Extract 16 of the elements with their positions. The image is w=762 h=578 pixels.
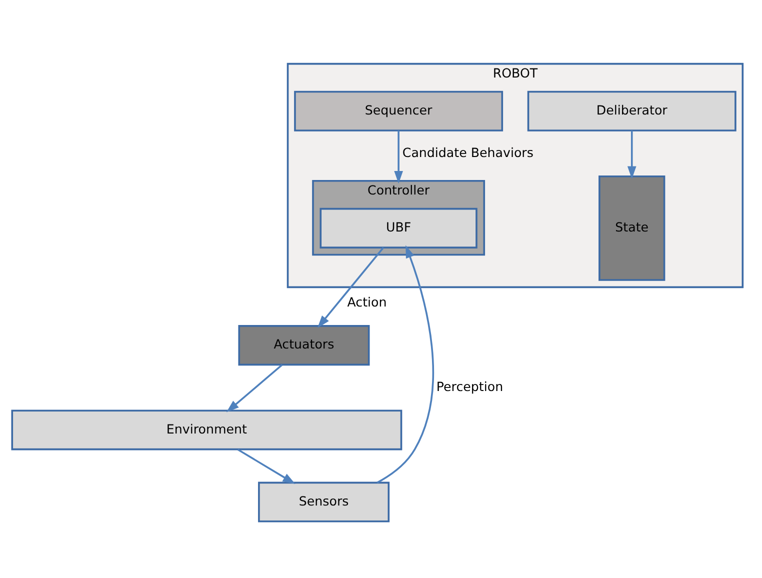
node-box: Actuators [238, 325, 370, 366]
edge-label: Candidate Behaviors [402, 144, 534, 160]
arrow [627, 130, 636, 179]
edge-label: Action [347, 294, 387, 310]
node-box: State [598, 176, 666, 281]
node-box: Sequencer [294, 90, 504, 132]
node-box: Sensors [258, 482, 390, 522]
arrow [237, 448, 296, 484]
arrow [376, 245, 434, 484]
node-box: UBF [320, 208, 478, 248]
arrow [317, 247, 384, 328]
node-box: Deliberator [527, 90, 736, 132]
node-box: Environment [11, 410, 402, 450]
arrow [226, 364, 283, 412]
edge-label: Perception [436, 378, 504, 394]
arrow [394, 130, 403, 184]
